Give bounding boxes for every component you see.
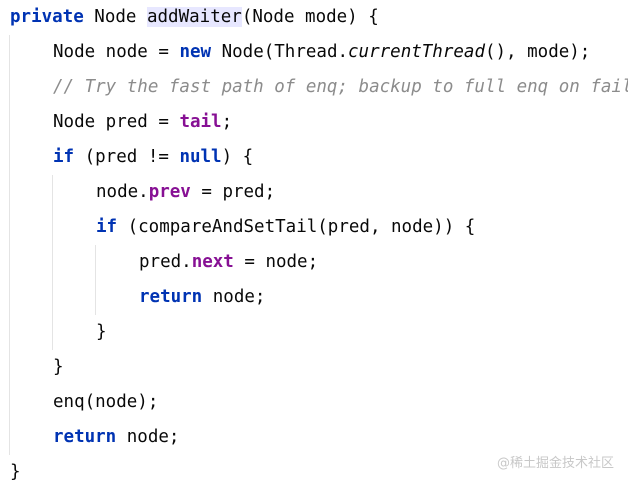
- code-token: tail: [179, 112, 222, 132]
- code-token: ) {: [221, 147, 254, 167]
- code-token: }: [96, 322, 107, 342]
- code-line[interactable]: return node;: [53, 420, 179, 455]
- code-token: Node pred =: [53, 112, 180, 132]
- code-token: node;: [202, 287, 266, 307]
- code-line[interactable]: if (compareAndSetTail(pred, node)) {: [96, 210, 475, 245]
- code-token: = node;: [233, 252, 319, 272]
- code-line[interactable]: if (pred != null) {: [53, 140, 253, 175]
- code-token: (compareAndSetTail(pred, node)) {: [117, 217, 476, 237]
- code-token: currentThread: [348, 42, 485, 62]
- code-token: (Node mode) {: [241, 7, 379, 27]
- code-token: pred.: [139, 252, 192, 272]
- code-token: enq(node);: [53, 392, 159, 412]
- code-token: null: [179, 147, 222, 167]
- code-token: ;: [221, 112, 233, 132]
- code-token: = pred;: [190, 182, 276, 202]
- code-token: node;: [116, 427, 180, 447]
- code-token: Node: [83, 7, 147, 27]
- watermark: @稀土掘金技术社区: [496, 456, 614, 471]
- code-token: Node(Thread.: [211, 42, 349, 62]
- code-line[interactable]: node.prev = pred;: [96, 175, 275, 210]
- code-line[interactable]: Node pred = tail;: [53, 105, 232, 140]
- code-token: next: [191, 252, 234, 272]
- code-token: node.: [96, 182, 149, 202]
- code-token: (), mode);: [484, 42, 591, 62]
- indent-guide-level-2: [52, 175, 53, 350]
- code-line[interactable]: // Try the fast path of enq; backup to f…: [53, 70, 628, 105]
- code-token: }: [53, 357, 64, 377]
- code-line[interactable]: }: [96, 315, 107, 350]
- code-token: if: [96, 217, 118, 237]
- code-token: return: [139, 287, 203, 307]
- code-line[interactable]: return node;: [139, 280, 265, 315]
- code-token: private: [10, 7, 84, 27]
- indent-guide-level-3: [95, 245, 96, 315]
- code-token: }: [10, 462, 21, 482]
- code-token: return: [53, 427, 117, 447]
- code-line[interactable]: private Node addWaiter(Node mode) {: [10, 0, 379, 35]
- code-token: (pred !=: [74, 147, 180, 167]
- code-token: addWaiter: [146, 7, 242, 27]
- code-token: // Try the fast path of enq; backup to f…: [53, 77, 628, 97]
- code-line[interactable]: pred.next = node;: [139, 245, 318, 280]
- code-line[interactable]: Node node = new Node(Thread.currentThrea…: [53, 35, 590, 70]
- code-token: prev: [148, 182, 191, 202]
- code-line[interactable]: }: [53, 350, 64, 385]
- code-token: Node node =: [53, 42, 180, 62]
- code-token: if: [53, 147, 75, 167]
- code-line[interactable]: }: [10, 455, 21, 486]
- indent-guide-level-1: [9, 35, 10, 455]
- code-token: new: [179, 42, 212, 62]
- code-line[interactable]: enq(node);: [53, 385, 158, 420]
